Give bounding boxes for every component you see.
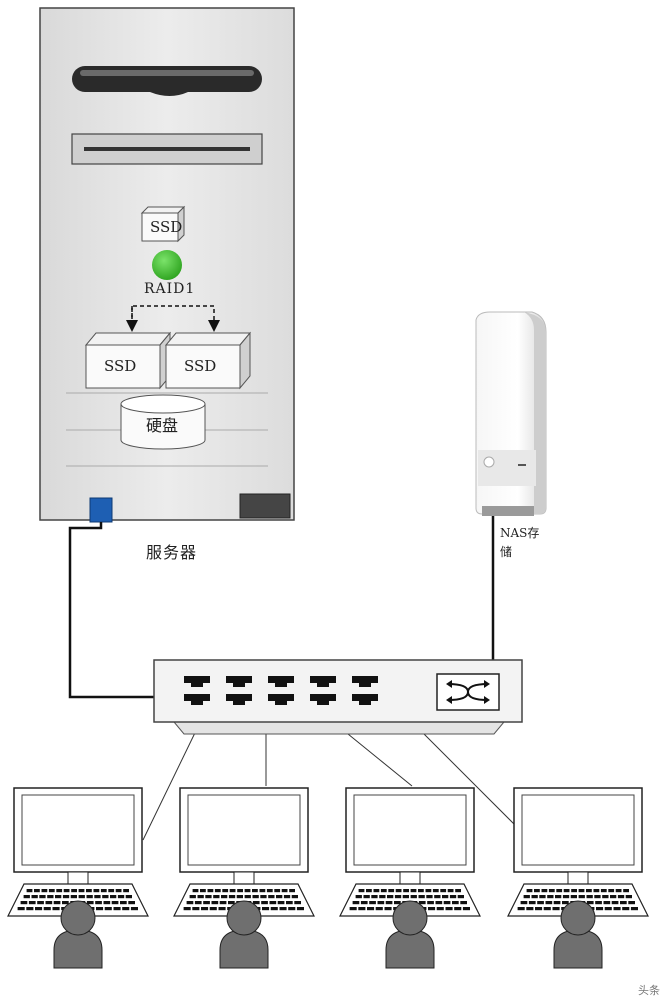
- raid-label: RAID1: [144, 281, 196, 297]
- user-icon: [219, 900, 269, 969]
- hard-disk-label: 硬盘: [146, 416, 179, 435]
- nas-device: [475, 311, 547, 516]
- switch-port: [268, 694, 294, 705]
- switch-port: [268, 676, 294, 687]
- monitor-icon: [13, 787, 143, 885]
- workstation-2: [173, 787, 315, 969]
- server-top-slot: [72, 66, 262, 96]
- nas-logo-icon: [483, 456, 495, 468]
- user-icon: [53, 900, 103, 969]
- switch-port: [310, 676, 336, 687]
- ssd-right-drive: [164, 331, 252, 390]
- server-label: 服务器: [146, 543, 198, 562]
- user-icon: [385, 900, 435, 969]
- monitor-icon: [179, 787, 309, 885]
- switch-port: [352, 694, 378, 705]
- workstation-1: [7, 787, 149, 969]
- keyboard-icon: [7, 883, 149, 917]
- nas-status-led: [518, 464, 526, 466]
- server-network-port: [89, 497, 113, 523]
- raid-mirror-arrows: [126, 305, 220, 332]
- switch-port: [184, 676, 210, 687]
- workstation-3: [339, 787, 481, 969]
- optical-drive: [71, 133, 263, 165]
- workstation-group: [7, 787, 649, 969]
- switch-crossover-icon: [436, 673, 500, 711]
- server-switch-cable: [68, 522, 154, 699]
- raid-status-led: [152, 250, 182, 280]
- monitor-icon: [345, 787, 475, 885]
- ssd-top-drive: [140, 205, 186, 243]
- server-vent: [239, 493, 291, 519]
- network-switch: [153, 659, 523, 735]
- ssd-top-label: SSD: [150, 218, 183, 236]
- keyboard-icon: [507, 883, 649, 917]
- keyboard-icon: [339, 883, 481, 917]
- switch-port-group: [184, 676, 378, 705]
- watermark-text: 头条: [638, 984, 660, 997]
- server-tower: [39, 7, 295, 523]
- monitor-icon: [513, 787, 643, 885]
- workstation-4: [507, 787, 649, 969]
- nas-label: NAS存储: [500, 526, 540, 559]
- ssd-right-label: SSD: [184, 357, 217, 375]
- hard-disk-cylinder: [120, 394, 206, 450]
- switch-port: [226, 676, 252, 687]
- switch-port: [184, 694, 210, 705]
- switch-base: [172, 721, 506, 735]
- switch-port: [226, 694, 252, 705]
- switch-port: [352, 676, 378, 687]
- user-icon: [553, 900, 603, 969]
- switch-port: [310, 694, 336, 705]
- ssd-left-label: SSD: [104, 357, 137, 375]
- ssd-left-drive: [84, 331, 172, 390]
